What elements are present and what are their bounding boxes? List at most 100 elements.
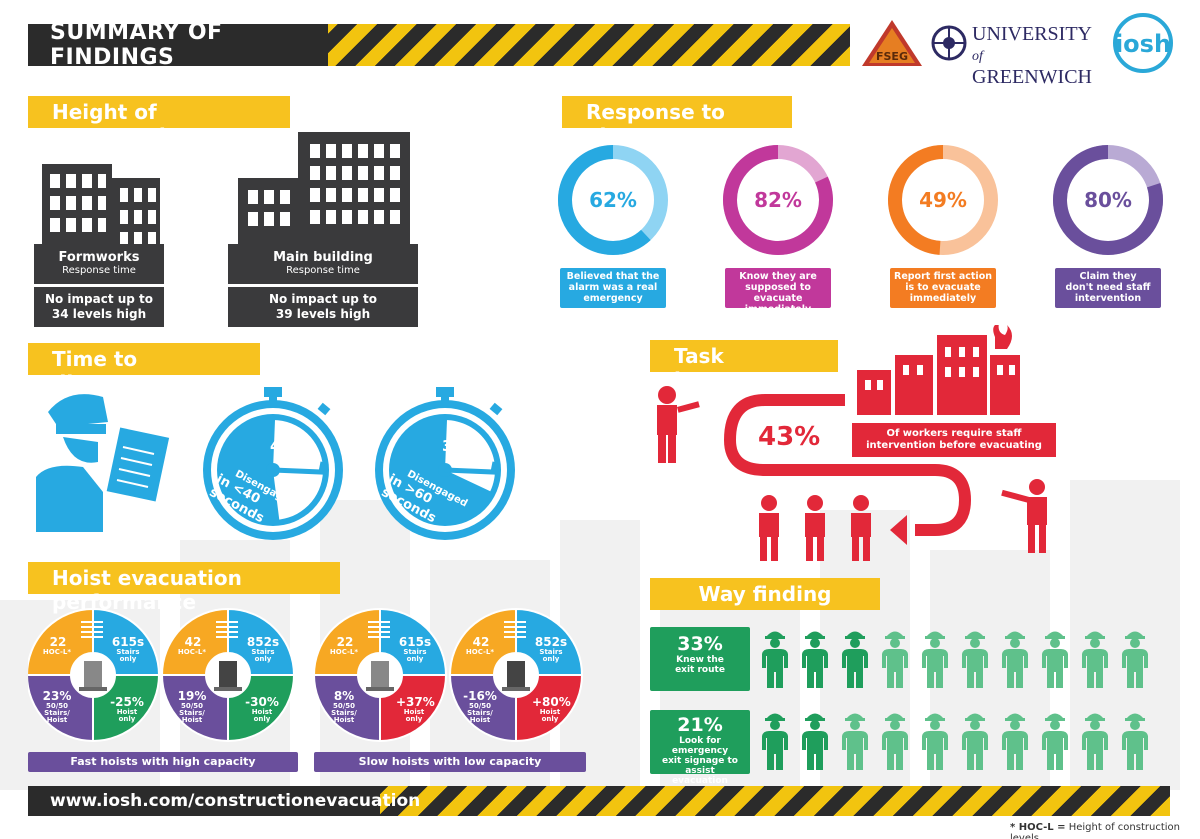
alarm-caption-1-line-0: Know they are <box>739 271 817 282</box>
hoist-3-mix-pct: -16% <box>463 689 497 703</box>
wayfinding-2-pct: 21% <box>677 714 723 736</box>
fseg-logo: FSEG <box>862 20 922 66</box>
hoc-footnote: * HOC-L = Height of construction levels <box>1010 822 1190 839</box>
person-icon-r1-0 <box>762 713 788 770</box>
alarm-caption-1-line-1: supposed to evacuate <box>745 282 811 304</box>
hoist-2-stairs-l2: only <box>406 655 424 663</box>
main-building-line2: 39 levels high <box>275 307 371 321</box>
main-building-name: Main building <box>273 250 373 265</box>
task-pct: 43% <box>758 422 821 452</box>
person-icon-r0-5 <box>962 631 988 688</box>
hoist-0-mix-pct: 23% <box>42 689 72 703</box>
hoist-1-mix-l1: 50/50 <box>180 702 204 710</box>
hoist-0-stairs-l2: only <box>119 655 137 663</box>
hoist-0-mix-l3: Hoist <box>46 716 68 724</box>
person-icon-r1-8 <box>1082 713 1108 770</box>
section-height-construction: Height of construction <box>28 96 290 148</box>
alarm-caption-2-line-1: is to evacuate <box>905 282 981 293</box>
wayfinding-2-l2: exit signage to assist <box>662 756 738 776</box>
hoist-3-stairs-l1: Stairs <box>539 648 563 656</box>
stopwatch-1 <box>375 387 515 540</box>
hoist-donuts <box>28 607 584 743</box>
greenwich-crest-icon <box>931 25 967 61</box>
hoist-0-mix-l1: 50/50 <box>45 702 69 710</box>
hoist-1-hoist-l1: Hoist <box>251 708 273 716</box>
alarm-ring-value-3 <box>1053 145 1163 255</box>
hoist-0-hoist-pct: -25% <box>110 695 144 709</box>
hoist-2-hoist-l1: Hoist <box>403 708 425 716</box>
iosh-logo: iosh <box>1113 13 1173 73</box>
hoist-donut-0 <box>28 607 161 743</box>
hoist-1-hoc-label: HOC-L* <box>177 648 207 656</box>
person-icon-r1-9 <box>1122 713 1148 770</box>
wayfinding-1-l1: Knew the <box>676 655 724 665</box>
hoist-3-hoist-l1: Hoist <box>539 708 561 716</box>
greenwich-logo: UNIVERSITY of GREENWICH <box>972 24 1102 87</box>
wayfinding-people <box>762 631 1148 770</box>
alarm-pct-0: 62% <box>589 188 637 212</box>
hoist-0-mix-l2: Stairs/ <box>44 709 70 717</box>
alarm-caption-0-line-0: Believed that the <box>566 271 660 282</box>
iosh-logo-text: iosh <box>1115 30 1171 58</box>
timer-2-pct: 32% <box>442 437 478 455</box>
task-caption-box: Of workers require staff intervention be… <box>852 423 1056 457</box>
hoist-1-mix-l2: Stairs/ <box>179 709 205 717</box>
hoist-0-hoist-l1: Hoist <box>116 708 138 716</box>
uog-line2: GREENWICH <box>972 66 1092 88</box>
hoist-2-hoc-label: HOC-L* <box>329 648 359 656</box>
worker-clipboard-icon <box>36 394 170 532</box>
hoist-2-stairs-l1: Stairs <box>403 648 427 656</box>
hoc-footnote-value: Height of construction levels <box>1010 822 1180 839</box>
person-icon-r0-8 <box>1082 631 1108 688</box>
hoist-0-hoc-label: HOC-L* <box>42 648 72 656</box>
hoist-2-mix-pct: 8% <box>333 689 355 703</box>
hoist-1-stairs: 852s <box>246 635 280 649</box>
hoist-1-hoist-pct: -30% <box>245 695 279 709</box>
hoist-0-hoc: 22 <box>49 635 67 649</box>
person-icon-r0-9 <box>1122 631 1148 688</box>
hoist-2-mix-l3: Hoist <box>333 716 355 724</box>
hoist-3-mix-l2: Stairs/ <box>467 709 493 717</box>
section-time-disengage: Time to disengage <box>28 343 260 395</box>
formworks-name: Formworks <box>58 250 140 265</box>
hoist-donut-2 <box>312 607 448 743</box>
section-way-finding: Way finding <box>650 578 880 610</box>
formworks-line2: 34 levels high <box>51 307 147 321</box>
person-icon-r1-3 <box>882 713 908 770</box>
hoist-3-mix-l3: Hoist <box>469 716 491 724</box>
main-building-line1: No impact up to <box>268 292 378 306</box>
uog-line1: UNIVERSITY <box>972 23 1092 45</box>
person-icon-r1-6 <box>1002 713 1028 770</box>
person-icon-r0-0 <box>762 631 788 688</box>
section-task-importance: Task importance <box>650 340 838 392</box>
section-response-alarms: Response to alarms <box>562 96 792 148</box>
hoc-footnote-key: * HOC-L = <box>1010 822 1066 833</box>
alarm-caption-1-line-2: immediately <box>744 304 812 315</box>
formworks-sub: Response time <box>62 265 136 276</box>
footer-url-link[interactable]: www.iosh.com/constructionevacuation <box>28 786 420 816</box>
main-building-result-box: No impact up to 39 levels high <box>228 287 418 327</box>
hoist-donut-3 <box>448 607 584 743</box>
formworks-label-box: Formworks Response time <box>34 244 164 284</box>
hoist-0-hoist-l2: only <box>118 715 136 723</box>
task-l1: Of workers require staff <box>886 428 1022 439</box>
alarm-pct-2: 49% <box>919 188 967 212</box>
person-icon-r1-2 <box>842 713 868 770</box>
formworks-line1: No impact up to <box>44 292 154 306</box>
hoist-3-stairs-l2: only <box>542 655 560 663</box>
alarm-rings <box>558 145 1163 255</box>
main-building-icon <box>238 132 410 248</box>
hoist-donut-1 <box>160 607 296 743</box>
main-building-label-box: Main building Response time <box>228 244 418 284</box>
caption-slow-hoists: Slow hoists with low capacity <box>314 752 586 772</box>
alarm-ring-value-2 <box>888 145 944 255</box>
hoist-1-hoc: 42 <box>184 635 202 649</box>
alarm-pct-1: 82% <box>754 188 802 212</box>
formworks-result-box: No impact up to 34 levels high <box>34 287 164 327</box>
hoist-1-mix-pct: 19% <box>177 689 207 703</box>
fseg-logo-text: FSEG <box>876 50 908 63</box>
alarm-caption-3-line-1: don't need staff <box>1065 282 1151 293</box>
alarm-caption-2-line-2: immediately <box>909 293 977 304</box>
